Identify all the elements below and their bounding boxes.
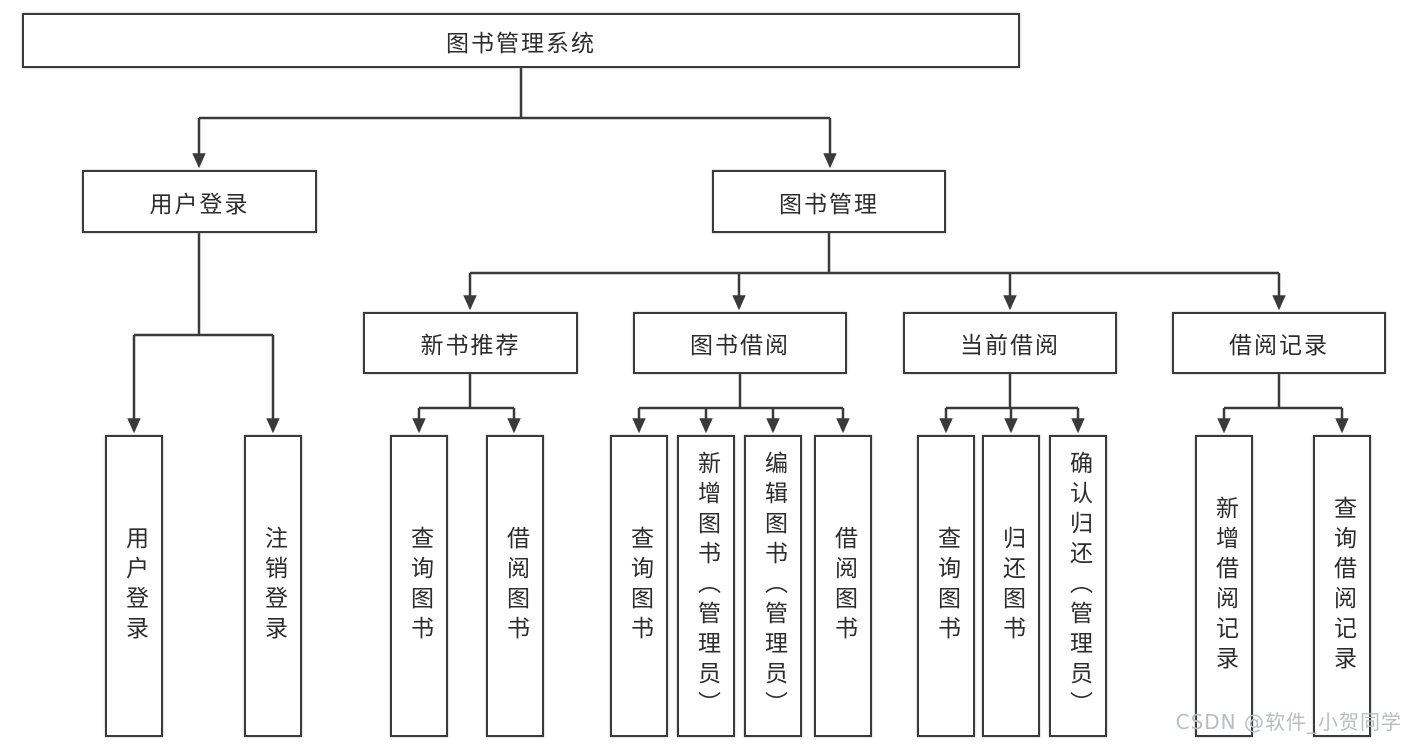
connector-arrows xyxy=(127,118,1349,434)
node-query-books-current-label: 查询图书 xyxy=(933,526,960,646)
connector-trunks xyxy=(134,68,1342,410)
node-add-borrow-record-label: 新增借阅记录 xyxy=(1211,496,1238,676)
node-query-books-borrow: 查询图书 xyxy=(610,435,668,737)
node-root: 图书管理系统 xyxy=(22,13,1020,68)
node-edit-books-admin-label: 编辑图书（管理员） xyxy=(760,451,787,721)
node-borrow-books-action-label: 借阅图书 xyxy=(830,526,857,646)
node-borrow-books-recommend: 借阅图书 xyxy=(486,435,544,737)
node-borrow-books-action: 借阅图书 xyxy=(814,435,872,737)
node-query-books-recommend-label: 查询图书 xyxy=(406,526,433,646)
node-add-borrow-record: 新增借阅记录 xyxy=(1195,435,1253,737)
node-borrow-books-recommend-label: 借阅图书 xyxy=(502,526,529,646)
node-new-book-recommend: 新书推荐 xyxy=(363,312,578,374)
node-query-borrow-record: 查询借阅记录 xyxy=(1313,435,1371,737)
node-query-books-recommend: 查询图书 xyxy=(390,435,448,737)
node-borrowing-records-label: 借阅记录 xyxy=(1229,333,1329,359)
node-book-borrowing: 图书借阅 xyxy=(633,312,847,374)
node-add-books-admin: 新增图书（管理员） xyxy=(677,435,735,737)
node-current-borrowing-label: 当前借阅 xyxy=(960,333,1060,359)
node-return-books-label: 归还图书 xyxy=(998,526,1025,646)
node-user-login: 用户登录 xyxy=(82,170,317,233)
node-user-login-action: 用户登录 xyxy=(105,435,163,737)
node-borrowing-records: 借阅记录 xyxy=(1172,312,1386,374)
node-confirm-return-admin-label: 确认归还（管理员） xyxy=(1065,451,1092,721)
node-query-borrow-record-label: 查询借阅记录 xyxy=(1329,496,1356,676)
node-return-books: 归还图书 xyxy=(982,435,1040,737)
node-edit-books-admin: 编辑图书（管理员） xyxy=(744,435,802,737)
node-logout-action: 注销登录 xyxy=(244,435,302,737)
node-book-management-label: 图书管理 xyxy=(779,191,879,218)
node-current-borrowing: 当前借阅 xyxy=(903,312,1117,374)
node-book-management: 图书管理 xyxy=(712,170,946,233)
node-new-book-recommend-label: 新书推荐 xyxy=(420,333,521,359)
node-root-label: 图书管理系统 xyxy=(446,30,596,57)
node-book-borrowing-label: 图书借阅 xyxy=(690,333,790,359)
node-user-login-label: 用户登录 xyxy=(149,191,250,218)
csdn-watermark: CSDN @软件_小贺同学 xyxy=(1175,710,1402,734)
node-user-login-action-label: 用户登录 xyxy=(121,526,148,646)
node-confirm-return-admin: 确认归还（管理员） xyxy=(1049,435,1107,737)
node-query-books-borrow-label: 查询图书 xyxy=(626,526,653,646)
node-query-books-current: 查询图书 xyxy=(917,435,975,737)
node-logout-action-label: 注销登录 xyxy=(260,526,287,646)
node-add-books-admin-label: 新增图书（管理员） xyxy=(693,451,720,721)
